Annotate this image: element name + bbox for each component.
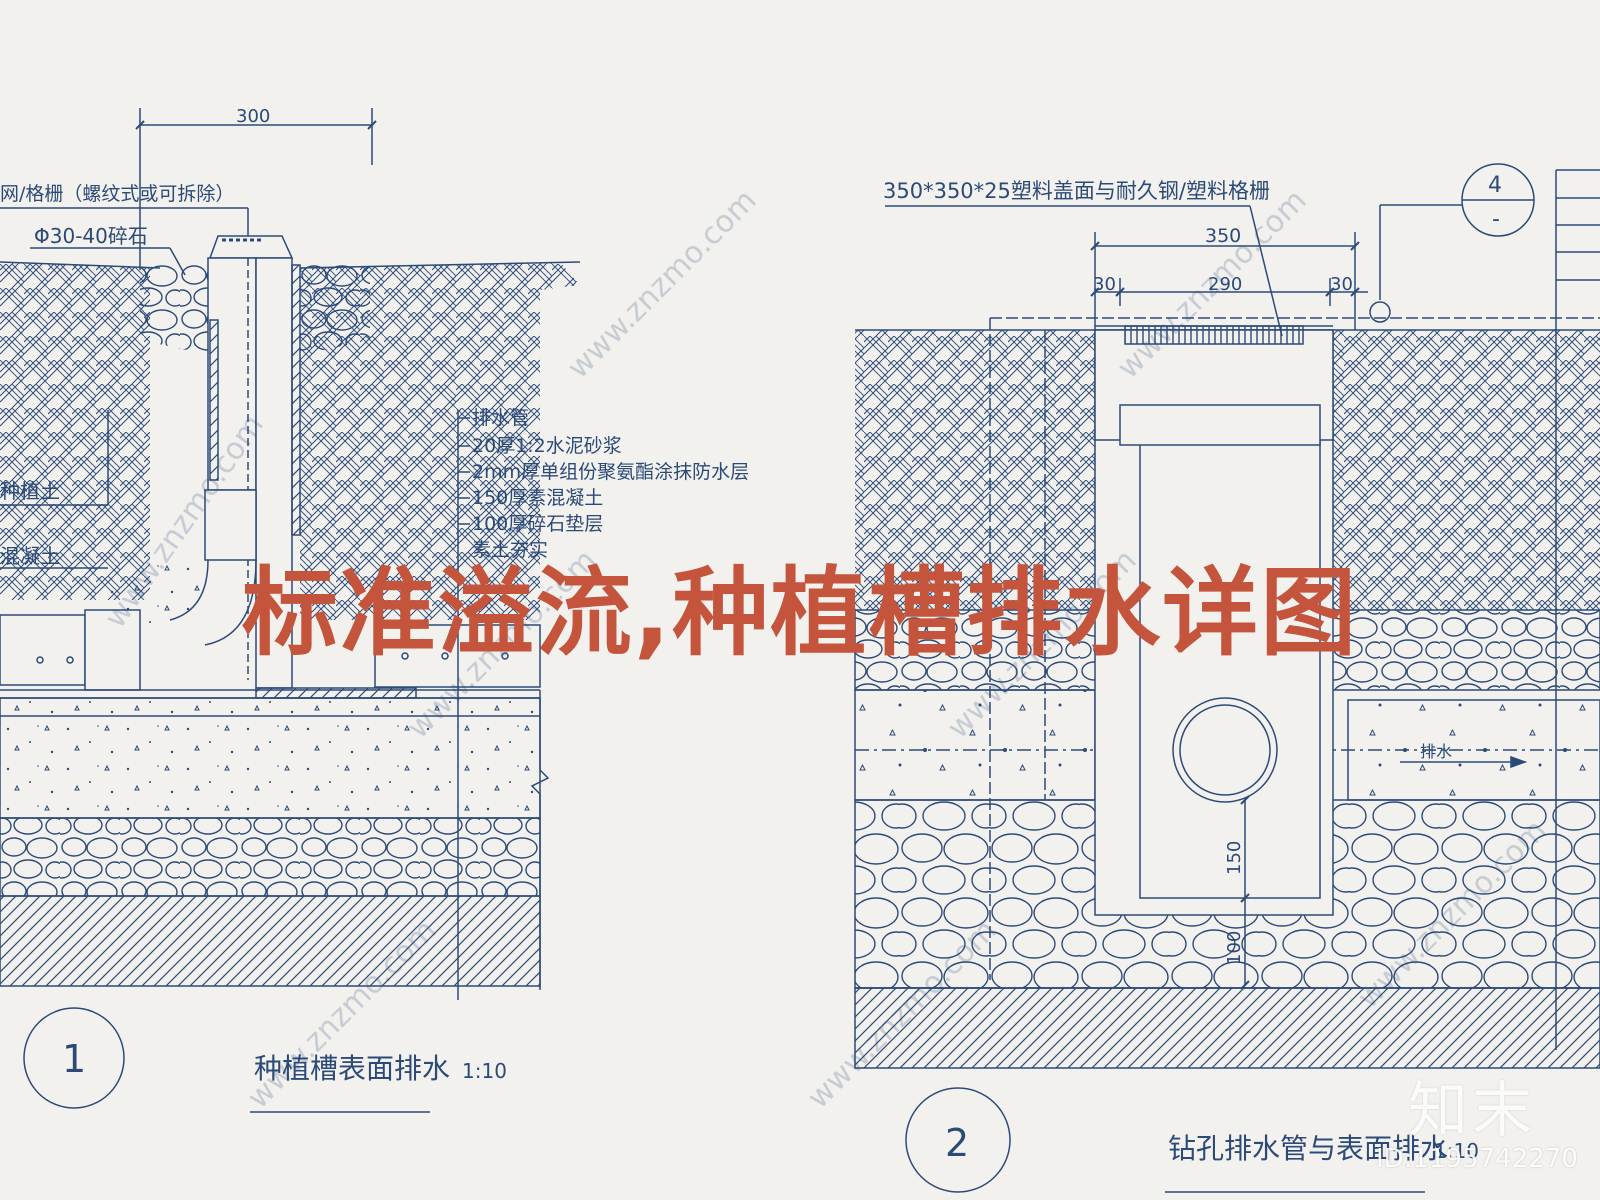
dim-350-text: 350 [1205,225,1241,247]
layer-label-6: 素土夯实 [472,539,548,561]
detail-2-title: 钻孔排水管与表面排水 [1168,1132,1448,1165]
layer-label-4: 150厚素混凝土 [472,487,603,509]
concrete-slab [0,697,541,819]
dim-30-left-text: 30 [1093,274,1116,295]
dim-100-text: 100 [1224,931,1245,965]
detail-1-marker [23,1007,125,1109]
gravel-bed [0,817,541,897]
detail-1-number: 1 [62,1037,86,1081]
planting-soil-left [0,262,150,600]
layer-label-2: 20厚1:2水泥砂浆 [472,435,622,457]
detail-2-drawing [854,163,1600,1193]
pipe-opening [1172,697,1278,803]
ref-bottom-text: - [1492,207,1500,232]
image-id-watermark: ID:1195742270 [1376,1144,1578,1174]
gravel-fill [140,265,210,355]
detail-2-marker [905,1087,1011,1193]
dim-30-right-text: 30 [1330,274,1353,295]
grate-label: 网/格栅（螺纹式或可拆除） [0,183,234,205]
compacted-earth-2 [854,987,1600,1069]
cover-label: 350*350*25塑料盖面与耐久钢/塑料格栅 [883,179,1270,203]
concrete-label: 混凝土 [0,544,60,568]
drain-pipe-left [854,689,1096,801]
detail-2-labels: 350*350*25塑料盖面与耐久钢/塑料格栅 350 30 290 30 排水… [883,173,1502,1165]
layer-label-5: 100厚碎石垫层 [472,513,603,535]
detail-1-drawing [0,108,581,1113]
detail-1-labels: 300 网/格栅（螺纹式或可拆除） Φ30-40碎石 种植土 混凝土 排水管 2… [0,106,749,1085]
ref-top-text: 4 [1488,173,1502,198]
dim-300-text: 300 [236,106,270,127]
layer-label-3: 2mm厚单组份聚氨酯涂抹防水层 [472,461,749,483]
dim-290-text: 290 [1208,274,1242,295]
detail-2-scale: 1:10 [1434,1139,1479,1163]
compacted-earth [0,895,541,987]
layer-label-1: 排水管 [472,407,529,429]
flow-label: 排水 [1420,742,1452,761]
svg-text:www.znzmo.com: www.znzmo.com [561,183,764,386]
overlay-title: 标准溢流,种植槽排水详图 [241,557,1359,669]
catch-basin-inner [1139,377,1321,899]
detail-2-number: 2 [945,1121,969,1165]
soil-label: 种植土 [0,479,60,503]
dim-150-text: 150 [1224,841,1245,875]
planting-soil-right [300,262,580,620]
gravel-label: Φ30-40碎石 [34,224,148,248]
detail-1-title: 种植槽表面排水 [254,1052,450,1085]
detail-1-scale: 1:10 [462,1059,507,1083]
brand-watermark: 知末 [1408,1076,1536,1146]
